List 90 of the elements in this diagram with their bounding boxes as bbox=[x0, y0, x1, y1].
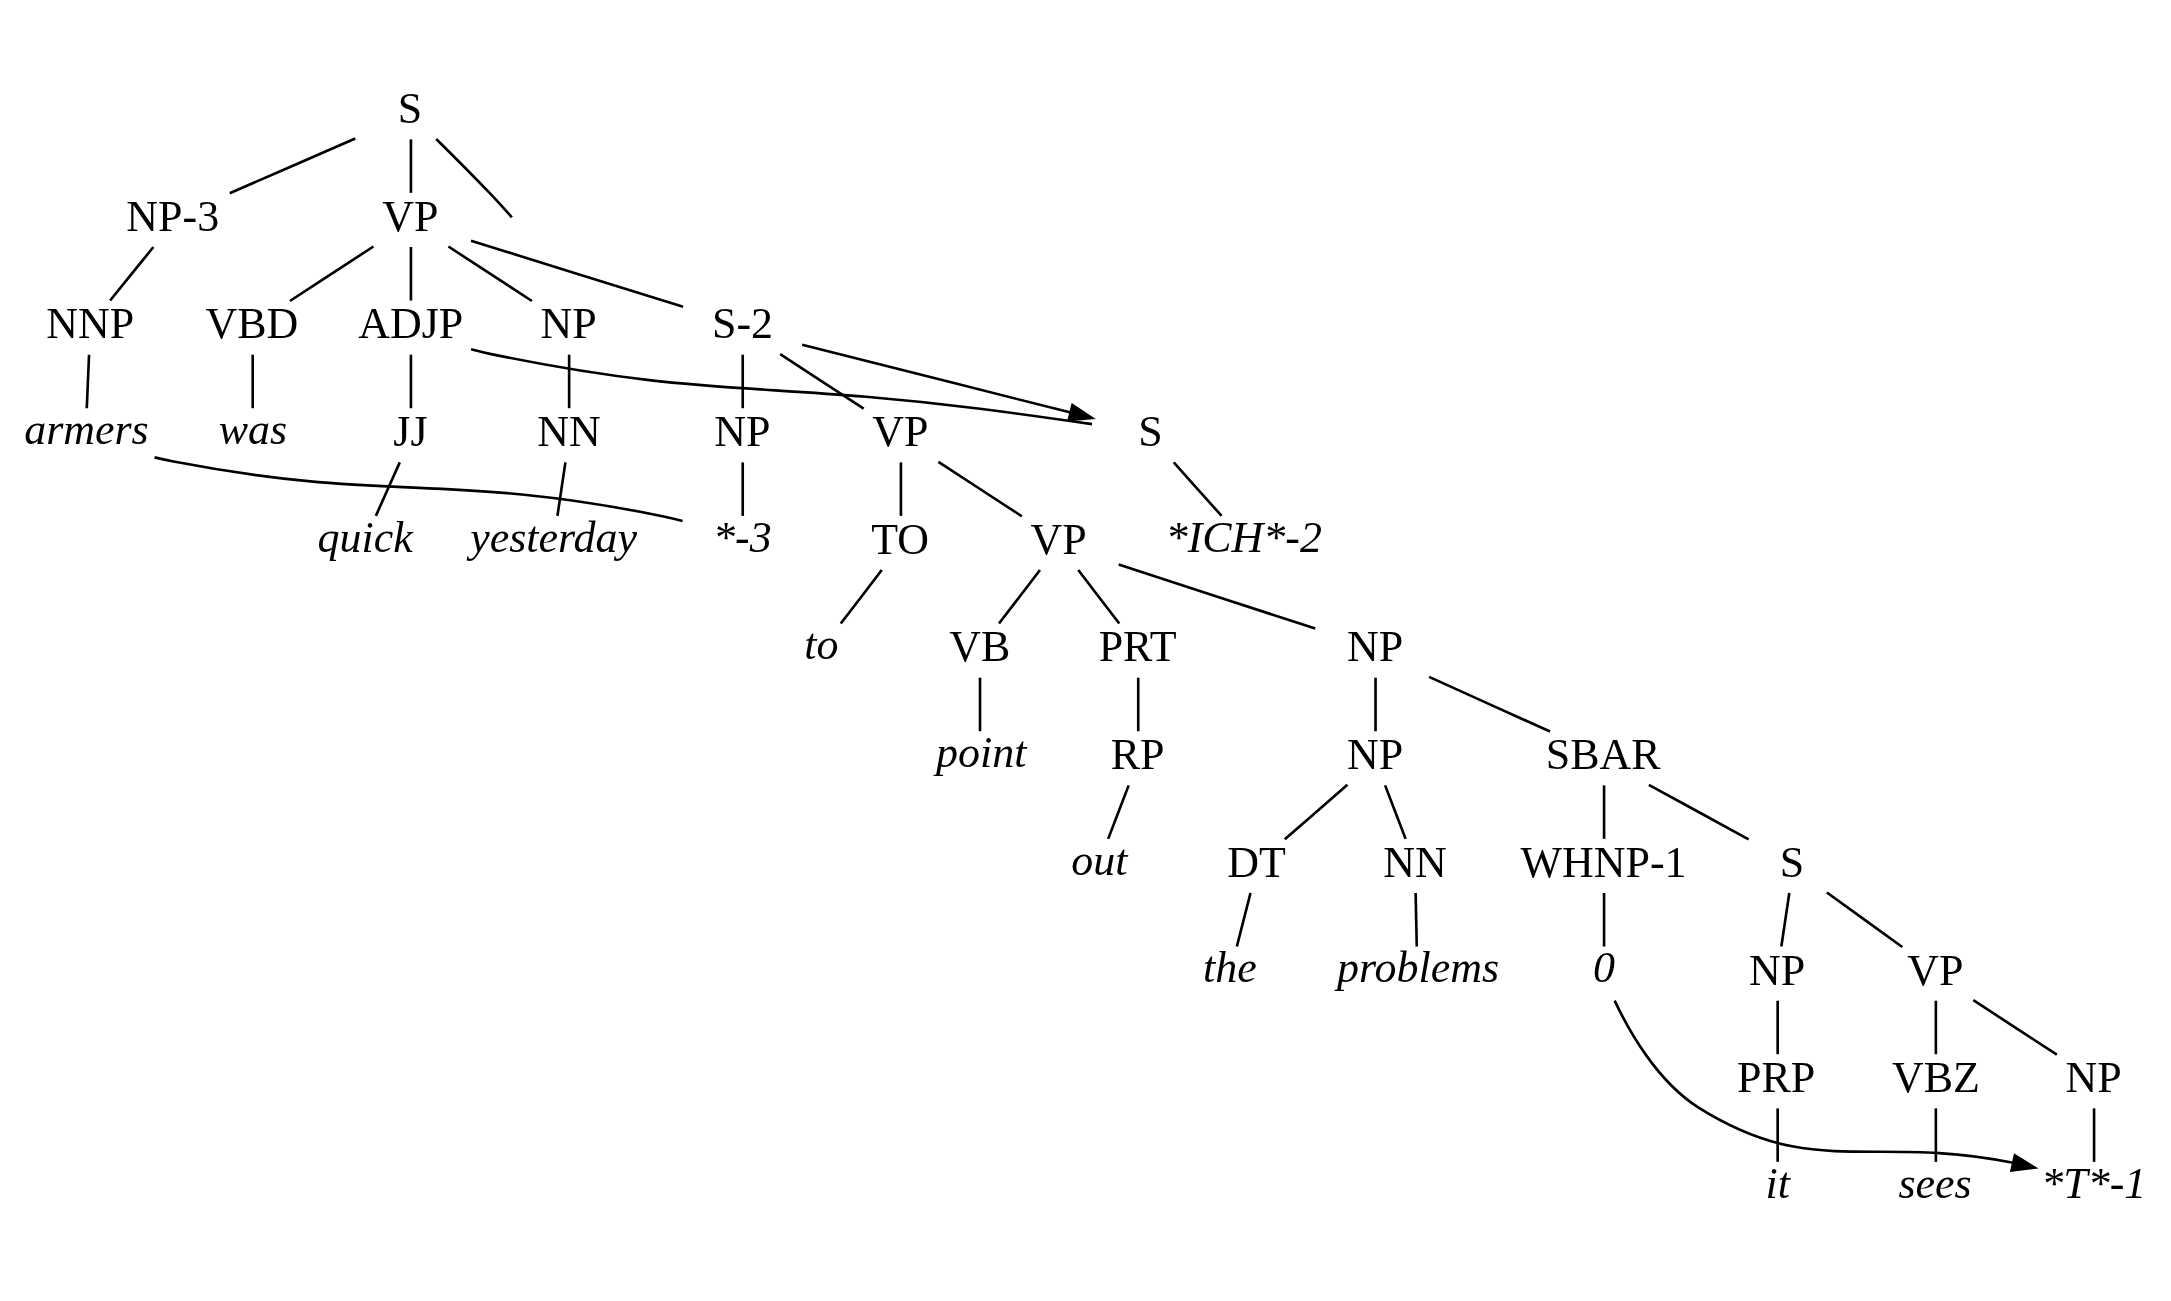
connector bbox=[1648, 783, 1750, 841]
node-text: VB bbox=[949, 622, 1011, 672]
node-text: NP bbox=[714, 407, 771, 457]
node-text: DT bbox=[1227, 837, 1286, 887]
connector bbox=[937, 460, 1023, 518]
connector bbox=[85, 354, 91, 409]
connector bbox=[1780, 892, 1791, 947]
connector bbox=[1077, 569, 1121, 625]
node-text: NN bbox=[537, 407, 601, 457]
connector bbox=[470, 239, 684, 308]
arrow bbox=[1613, 1000, 2039, 1172]
connector bbox=[1602, 785, 1606, 839]
connector bbox=[1235, 892, 1252, 947]
connector bbox=[1972, 999, 2058, 1056]
node-text: VBD bbox=[205, 299, 299, 349]
connector bbox=[741, 354, 745, 409]
node-text: PRP bbox=[1737, 1053, 1816, 1103]
connector bbox=[1428, 675, 1551, 733]
node-text: WHNP-1 bbox=[1520, 837, 1687, 887]
connector bbox=[435, 138, 513, 219]
connector bbox=[251, 354, 255, 409]
connector bbox=[374, 461, 401, 517]
connector bbox=[1934, 1000, 1938, 1055]
connector bbox=[899, 462, 903, 516]
connector bbox=[1106, 784, 1130, 840]
node-text: NNP bbox=[46, 299, 135, 349]
node-text: S bbox=[1138, 407, 1163, 457]
node-text: sees bbox=[1898, 1158, 1972, 1208]
node-text: SBAR bbox=[1545, 730, 1661, 780]
connector bbox=[470, 348, 1093, 426]
node-text: ADJP bbox=[358, 299, 464, 349]
node-text: the bbox=[1203, 943, 1257, 993]
node-text: was bbox=[218, 404, 288, 454]
node-text: VP bbox=[872, 407, 929, 457]
connector bbox=[1602, 893, 1606, 947]
node-text: PRT bbox=[1098, 622, 1177, 672]
node-text: S bbox=[1779, 837, 1805, 887]
connector bbox=[556, 462, 567, 517]
node-text: S bbox=[397, 84, 423, 134]
connector bbox=[741, 462, 745, 516]
node-text: *ICH*-2 bbox=[1165, 512, 1322, 562]
connector bbox=[289, 245, 375, 303]
node-text: VBZ bbox=[1891, 1053, 1980, 1103]
connector bbox=[997, 569, 1042, 625]
node-text: out bbox=[1071, 835, 1128, 885]
connector bbox=[839, 569, 883, 625]
node-text: VP bbox=[382, 191, 439, 241]
connector bbox=[1172, 461, 1223, 517]
node-text: NP bbox=[540, 299, 597, 349]
node-text: NN bbox=[1383, 837, 1447, 887]
connector bbox=[1776, 1108, 1779, 1162]
node-text: NP-3 bbox=[126, 191, 220, 241]
node-text: NP bbox=[2065, 1053, 2122, 1103]
node-text: NP bbox=[1749, 945, 1806, 995]
node-text: RP bbox=[1110, 730, 1165, 780]
node-text: armers bbox=[24, 404, 149, 454]
connector bbox=[1414, 893, 1419, 947]
connector bbox=[109, 246, 155, 302]
node-text: NP bbox=[1346, 730, 1404, 780]
connector bbox=[1776, 1000, 1779, 1055]
node-text: *-3 bbox=[713, 512, 772, 562]
node-text: 0 bbox=[1593, 943, 1616, 993]
node-text: VP bbox=[1907, 945, 1964, 995]
node-text: TO bbox=[871, 514, 930, 564]
connector bbox=[2092, 1108, 2096, 1162]
connector bbox=[409, 354, 413, 409]
connector bbox=[409, 247, 413, 301]
node-text: VP bbox=[1030, 514, 1087, 564]
connector bbox=[1118, 563, 1316, 630]
connector bbox=[779, 353, 865, 410]
node-text: JJ bbox=[393, 407, 428, 457]
connector bbox=[1136, 677, 1140, 732]
connector bbox=[154, 456, 683, 523]
connector bbox=[1934, 1108, 1938, 1162]
connector bbox=[978, 677, 982, 732]
node-text: it bbox=[1765, 1158, 1790, 1208]
connector bbox=[567, 354, 571, 409]
node-text: S-2 bbox=[711, 299, 773, 349]
connector bbox=[1283, 783, 1349, 841]
connector bbox=[447, 245, 533, 303]
node-text: to bbox=[804, 620, 839, 670]
connector bbox=[409, 139, 413, 193]
connector bbox=[1374, 677, 1377, 732]
connector bbox=[229, 137, 356, 195]
node-text: NP bbox=[1346, 622, 1404, 672]
connector bbox=[1383, 784, 1407, 840]
arrow bbox=[801, 343, 1096, 422]
node-text: quick bbox=[317, 512, 413, 562]
node-text: *T*-1 bbox=[2041, 1158, 2147, 1208]
connector bbox=[1826, 891, 1904, 949]
